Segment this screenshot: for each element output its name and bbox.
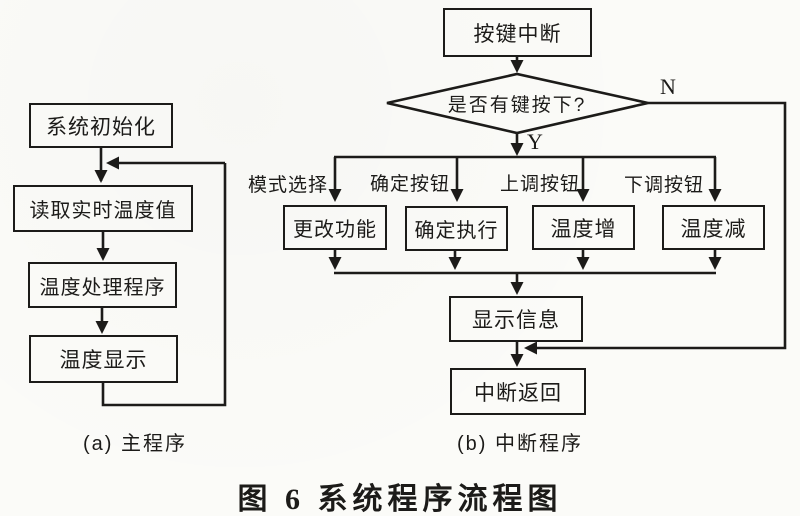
b-no-loop-arrowhead: [524, 341, 537, 355]
b-branch2-out-head: [448, 257, 462, 270]
a-box-temperature-process: 温度处理程序: [28, 262, 177, 308]
b-caption: (b) 中断程序: [457, 433, 583, 455]
b-no-label: N: [660, 74, 676, 99]
b-box-temperature-decrease: 温度减: [662, 205, 765, 250]
a-loop-return-arrowhead: [106, 156, 119, 170]
a-loop-back-path: [101, 163, 227, 407]
b-box-change-function: 更改功能: [283, 205, 387, 250]
b-arrow-to-show-head: [510, 282, 524, 295]
b-branch1-out-head: [328, 257, 342, 270]
a-arrow-init-to-read-head: [94, 170, 108, 183]
b-arrow-start-to-decision-head: [510, 60, 524, 73]
b-arrow-to-return-head: [510, 354, 524, 367]
b-branch1-drop-head: [328, 189, 342, 202]
b-branch3-drop-head: [576, 189, 590, 202]
b-branch4-label: 下调按钮: [624, 175, 705, 196]
a-caption: (a) 主程序: [83, 433, 187, 455]
a-arrow-read-to-process-head: [96, 248, 110, 261]
a-box-system-init: 系统初始化: [29, 103, 173, 148]
b-branch4-drop-head: [708, 189, 722, 202]
a-box-temperature-display: 温度显示: [29, 335, 178, 383]
b-yes-label: Y: [527, 129, 543, 154]
b-box-temperature-increase: 温度增: [532, 205, 635, 250]
b-no-loop-path: [532, 101, 787, 350]
b-branch2-drop-head: [450, 189, 464, 202]
b-branch3-label: 上调按钮: [500, 174, 581, 195]
b-decision-text: 是否有键按下?: [447, 94, 587, 116]
b-branch1-label: 模式选择: [248, 175, 329, 196]
b-yes-arrow-head: [510, 143, 524, 156]
b-box-confirm-execute: 确定执行: [405, 206, 508, 251]
b-box-key-interrupt: 按键中断: [443, 8, 592, 57]
figure-caption: 图 6 系统程序流程图: [237, 483, 563, 516]
a-box-read-temperature: 读取实时温度值: [13, 185, 193, 232]
b-box-interrupt-return: 中断返回: [450, 368, 586, 415]
a-arrow-process-to-display-head: [95, 321, 109, 334]
b-box-show-info: 显示信息: [449, 296, 583, 342]
b-branch3-out-head: [576, 257, 590, 270]
b-branch4-out-head: [708, 257, 722, 270]
b-branch2-label: 确定按钮: [370, 174, 451, 195]
